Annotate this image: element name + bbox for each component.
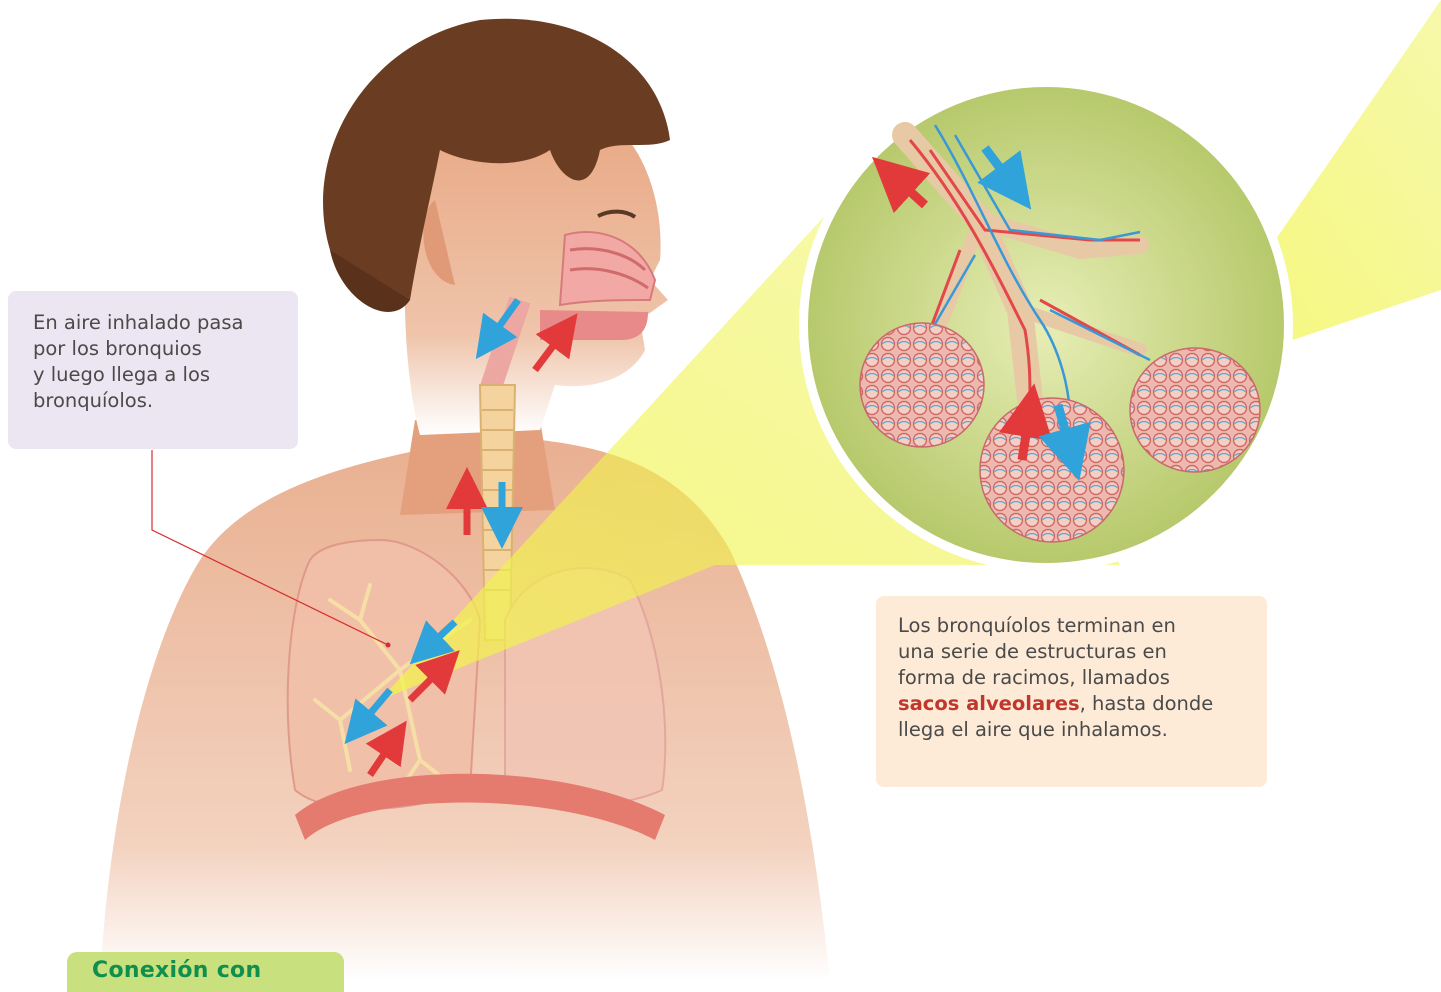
callout-line: una serie de estructuras en [898,639,1251,665]
callout-line: forma de racimos, llamados [898,665,1251,691]
callout-line: Los bronquíolos terminan en [898,613,1251,639]
callout-line: En aire inhalado pasa [33,310,288,336]
callout-line: por los bronquios [33,336,288,362]
callout-alveolar-sacs: Los bronquíolos terminan en una serie de… [876,596,1267,787]
callout-line: y luego llega a los [33,362,288,388]
connection-tab-label: Conexión con [92,958,261,983]
callout-line: llega el aire que inhalamos. [898,717,1251,743]
right-lung [288,540,480,809]
alveoli-zoom-circle [799,78,1293,572]
callout-line-rest: , hasta donde [1080,692,1214,715]
callout-line: bronquíolos. [33,388,288,414]
connection-tab: Conexión con [67,952,344,992]
callout-bronchioles: En aire inhalado pasa por los bronquios … [8,291,298,449]
key-term: sacos alveolares [898,692,1080,715]
callout-line: sacos alveolares, hasta donde [898,691,1251,717]
